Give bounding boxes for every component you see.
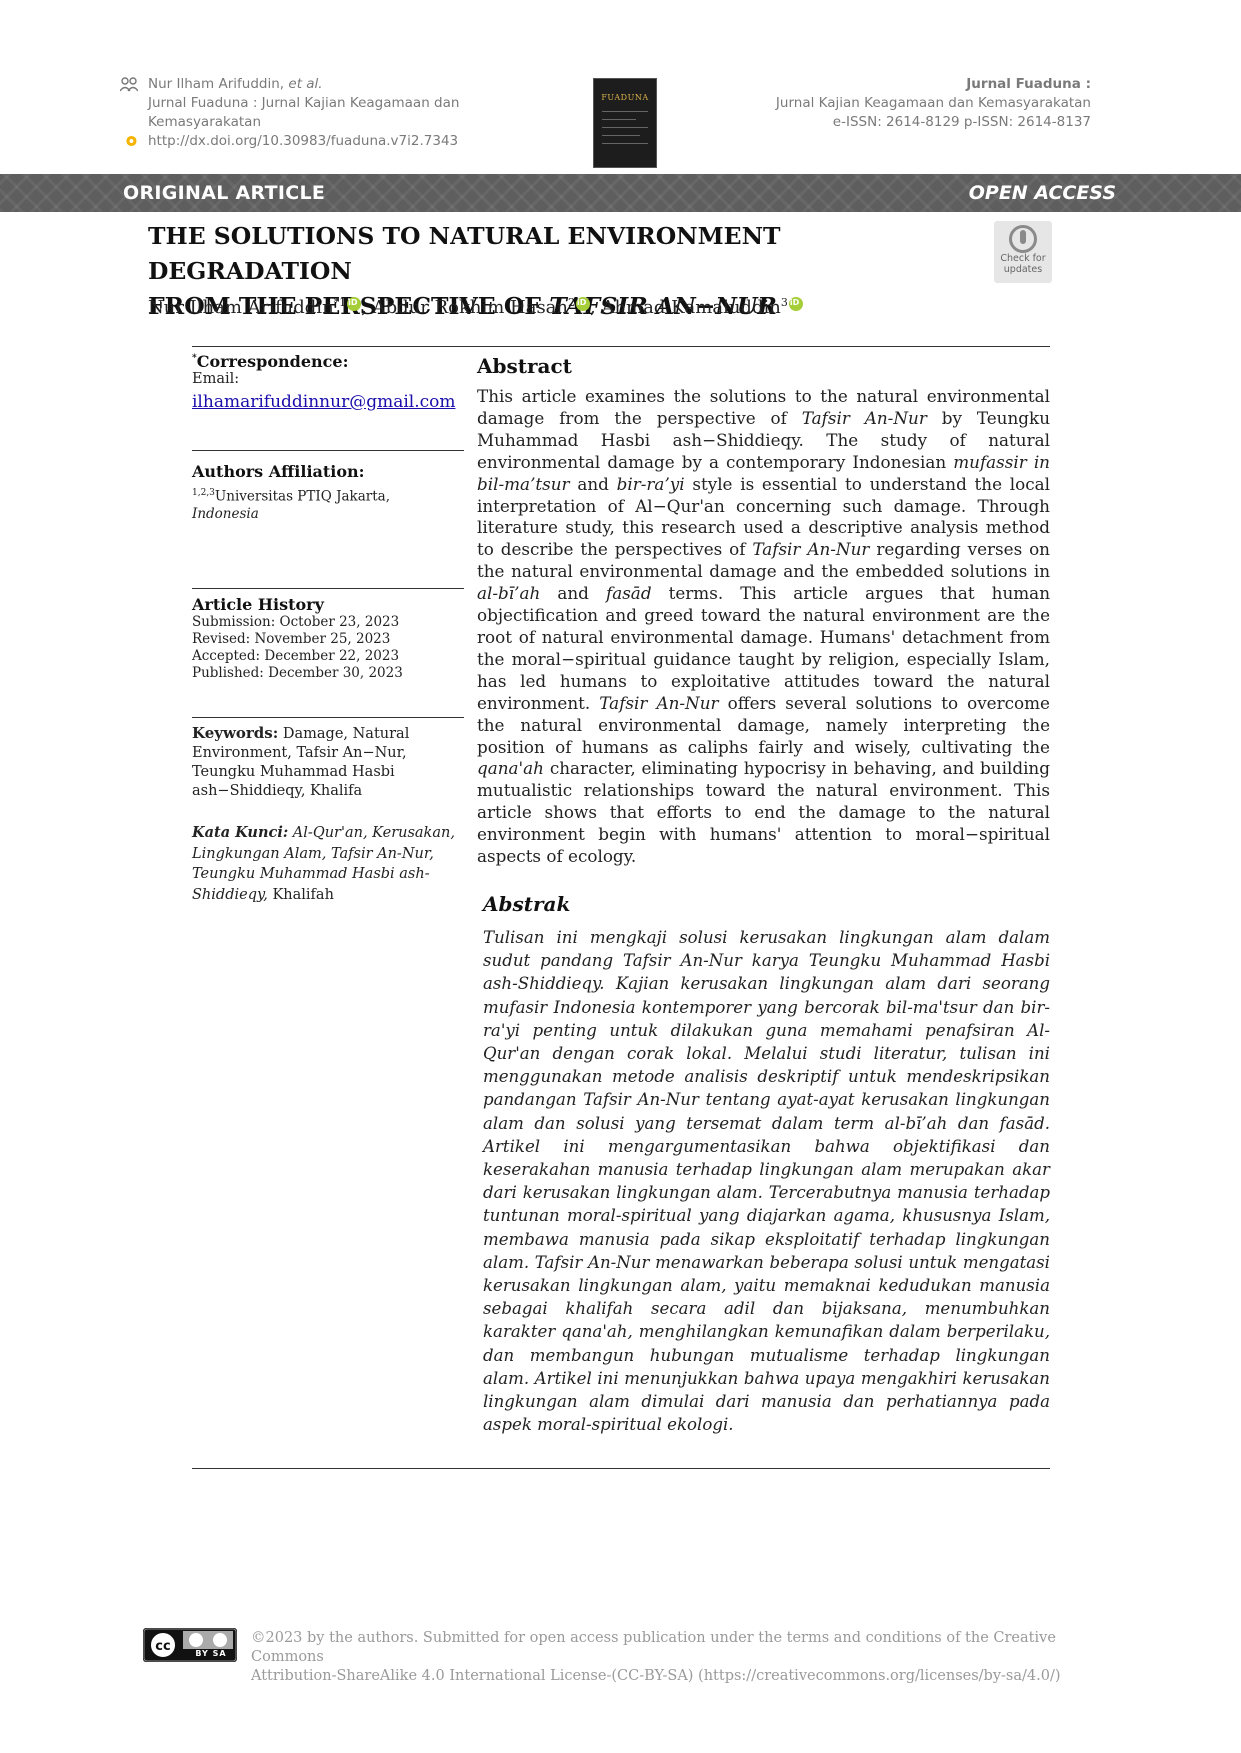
header-citation: Nur Ilham Arifuddin, et al. Jurnal Fuadu…: [120, 75, 520, 151]
doi-icon: [126, 135, 137, 147]
title-line1: THE SOLUTIONS TO NATURAL ENVIRONMENT DEG…: [148, 222, 781, 285]
author-sup: 2: [568, 296, 576, 309]
abstract-english: Abstract This article examines the solut…: [477, 354, 1050, 868]
svg-text:cc: cc: [155, 1639, 170, 1654]
cc-by-sa-badge[interactable]: cc BY SA: [143, 1628, 237, 1662]
sidebar-rule: [192, 450, 464, 451]
cover-line: [602, 111, 648, 112]
abstract-text: style is essential to understand the loc…: [477, 473, 1050, 560]
abstract-text: terms. This article argues that human ob…: [477, 583, 1050, 713]
orcid-icon[interactable]: [788, 297, 803, 311]
author-sup: 3: [780, 296, 788, 309]
header-etal: et al.: [288, 76, 323, 92]
kk-last: Khalifah: [267, 886, 334, 903]
cover-line: [602, 143, 648, 144]
aff-head: Authors Affiliation:: [192, 462, 365, 481]
header-doi-link[interactable]: http://dx.doi.org/10.30983/fuaduna.v7i2.…: [148, 133, 459, 149]
hist-accepted: Accepted: December 22, 2023: [192, 648, 400, 664]
email-label: Email:: [192, 371, 240, 387]
hist-submission: Submission: October 23, 2023: [192, 614, 400, 630]
correspondence-block: *Correspondence: Email: ilhamarifuddinnu…: [192, 352, 462, 412]
abstract-italic: Tafsir An-Nur: [752, 539, 870, 560]
corr-head: Correspondence:: [196, 352, 349, 371]
header-author-row: Nur Ilham Arifuddin, et al.: [120, 75, 520, 94]
abstrak-heading: Abstrak: [483, 892, 571, 916]
kata-kunci-block: Kata Kunci: Al-Qur'an, Kerusakan, Lingku…: [192, 823, 462, 905]
abstract-text: This article examines the solutions to t…: [477, 386, 1050, 428]
cc-label: BY SA: [195, 1649, 227, 1658]
header-author: Nur Ilham Arifuddin,: [148, 76, 285, 92]
license-line2: Attribution-ShareAlike 4.0 International…: [251, 1668, 1061, 1684]
abstract-indonesian: Abstrak Tulisan ini mengkaji solusi keru…: [483, 892, 1050, 1436]
bottom-rule: [192, 1468, 1050, 1469]
kk-head: Kata Kunci:: [192, 824, 289, 841]
aff-country: Indonesia: [192, 505, 259, 522]
cover-line: [602, 119, 636, 120]
aff-sup: 1,2,3: [192, 488, 215, 498]
affiliation-block: Authors Affiliation: 1,2,3Universitas PT…: [192, 462, 462, 523]
journal-cover-thumbnail: FUADUNA: [593, 78, 657, 168]
abstract-italic: fasād: [605, 583, 652, 604]
kw-head: Keywords:: [192, 724, 279, 742]
cover-line: [602, 127, 648, 128]
header-journal-line1: Jurnal Fuaduna : Jurnal Kajian Keagamaan…: [148, 95, 460, 111]
banner-original-article: ORIGINAL ARTICLE: [123, 182, 326, 204]
abstract-text: character, eliminating hypocrisy in beha…: [477, 758, 1050, 867]
bookmark-icon: [1009, 225, 1037, 253]
hist-published: Published: December 30, 2023: [192, 665, 403, 681]
abstract-italic: bir-ra’yi: [616, 473, 685, 494]
banner-open-access: OPEN ACCESS: [968, 182, 1116, 204]
abstrak-paragraph: Tulisan ini mengkaji solusi kerusakan li…: [483, 928, 1050, 1435]
check-for-updates-badge[interactable]: Check for updates: [994, 221, 1052, 283]
header-journal-title: Jurnal Fuaduna :: [966, 76, 1091, 92]
title-line2-text: FROM THE PERSPECTIVE OF: [148, 292, 541, 320]
author-name: Nur Ilham Arifuddin: [148, 297, 334, 318]
author-list: Nur Ilham Arifuddin*1 , Abdur Rokhim Hasa…: [148, 296, 803, 318]
cover-line: [602, 135, 640, 136]
header-journal-info: Jurnal Fuaduna : Jurnal Kajian Keagamaan…: [671, 75, 1091, 132]
orcid-icon[interactable]: [347, 297, 362, 311]
sidebar-rule: [192, 717, 464, 718]
header-journal-sub: Jurnal Kajian Keagamaan dan Kemasyarakat…: [775, 95, 1091, 111]
abstract-paragraph: This article examines the solutions to t…: [477, 386, 1050, 868]
header-journal-line2: Kemasyarakatan: [148, 114, 262, 130]
kk-text: Al-Qur'an, Kerusakan, Lingkungan Alam, T…: [192, 825, 455, 903]
top-rule: [192, 346, 1050, 347]
kw-text: Damage, Natural Environment, Tafsir An−N…: [192, 726, 410, 799]
abstract-italic: al-bī’ah: [477, 583, 541, 604]
article-banner: ORIGINAL ARTICLE OPEN ACCESS: [0, 174, 1241, 212]
author-name: , Ahmad Kamaluddin: [590, 297, 781, 318]
abstract-italic: qana'ah: [477, 758, 544, 779]
hist-revised: Revised: November 25, 2023: [192, 631, 391, 647]
keywords-block: Keywords: Damage, Natural Environment, T…: [192, 724, 442, 801]
aff-university: Universitas PTIQ Jakarta,: [214, 488, 390, 505]
aff-text: 1,2,3Universitas PTIQ Jakarta,: [192, 485, 462, 506]
abstract-text: and: [540, 583, 606, 604]
cover-title: FUADUNA: [601, 93, 649, 102]
abstract-italic: Tafsir An-Nur: [801, 407, 927, 428]
cc-license-icon: cc: [143, 1628, 237, 1662]
abstract-heading: Abstract: [477, 354, 572, 378]
sidebar-rule: [192, 588, 464, 589]
abstract-italic: Tafsir An-Nur: [599, 692, 719, 713]
abstract-text: and: [569, 473, 617, 494]
abstract-italic: mufassir in bil-ma’tsur: [477, 451, 1050, 494]
corr-mark: *: [192, 353, 197, 364]
header-doi-row[interactable]: http://dx.doi.org/10.30983/fuaduna.v7i2.…: [120, 132, 520, 151]
header-issn: e-ISSN: 2614-8129 p-ISSN: 2614-8137: [832, 114, 1091, 130]
hist-head: Article History: [192, 595, 324, 614]
author-sup: *1: [333, 296, 347, 309]
article-history-block: Article History Submission: October 23, …: [192, 595, 462, 682]
people-icon: [120, 77, 138, 92]
abstract-text: regarding verses on the natural environm…: [477, 539, 1050, 582]
abstract-text: by Teungku Muhammad Hasbi ash−Shiddieqy.…: [477, 407, 1050, 472]
check-updates-line1: Check for: [1000, 253, 1046, 264]
license-line1: ©2023 by the authors. Submitted for open…: [251, 1630, 1056, 1665]
check-updates-line2: updates: [1003, 264, 1043, 275]
license-text: ©2023 by the authors. Submitted for open…: [251, 1629, 1071, 1686]
email-link[interactable]: ilhamarifuddinnur@gmail.com: [192, 392, 456, 412]
orcid-icon[interactable]: [576, 297, 591, 311]
abstract-text: offers several solutions to overcome the…: [477, 692, 1050, 757]
author-name: , Abdur Rokhim Hasan: [361, 297, 569, 318]
